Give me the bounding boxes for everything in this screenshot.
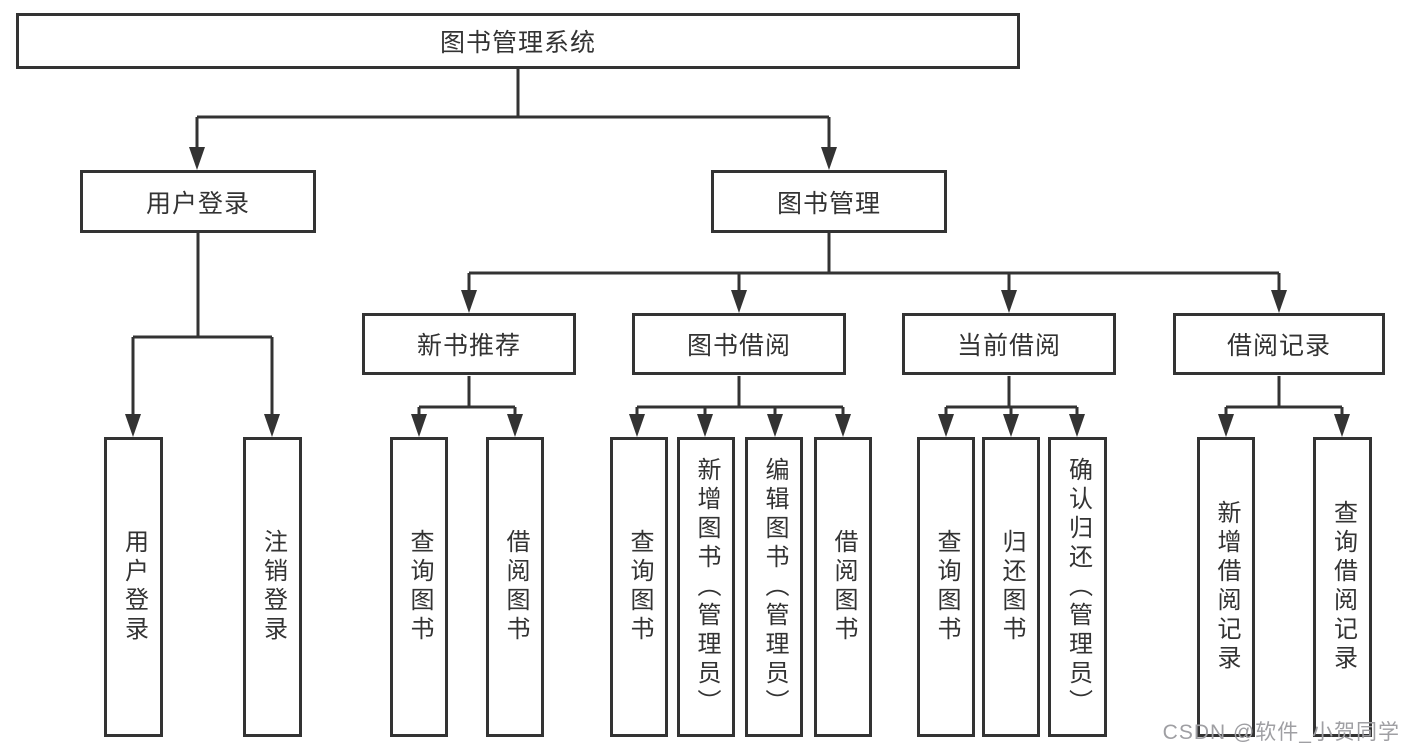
leaf-bb-borrow-book: 借阅图书: [814, 437, 872, 737]
node-label: 归还图书: [998, 529, 1025, 645]
node-label: 用户登录: [145, 189, 250, 218]
leaf-cb-query-book: 查询图书: [917, 437, 975, 737]
node-book-borrow: 图书借阅: [632, 313, 846, 375]
node-label: 查询图书: [626, 529, 653, 645]
leaf-nbr-borrow-book: 借阅图书: [486, 437, 544, 737]
node-new-book-recommend: 新书推荐: [362, 313, 576, 375]
leaf-logout-login: 注销登录: [243, 437, 302, 737]
leaf-user-login: 用户登录: [104, 437, 163, 737]
node-label: 确认归还（管理员）: [1064, 456, 1092, 718]
node-label: 图书管理: [776, 189, 881, 218]
node-label: 借阅图书: [830, 529, 857, 645]
node-label: 查询图书: [406, 529, 433, 645]
node-root: 图书管理系统: [16, 13, 1020, 69]
node-label: 编辑图书（管理员）: [761, 456, 788, 718]
node-label: 新增借阅记录: [1213, 500, 1240, 674]
node-label: 借阅图书: [502, 529, 529, 645]
node-label: 新书推荐: [416, 332, 521, 360]
node-label: 查询图书: [933, 529, 960, 645]
node-book-management: 图书管理: [711, 170, 947, 233]
node-label: 用户登录: [120, 529, 148, 645]
node-current-borrow: 当前借阅: [902, 313, 1116, 375]
node-label: 当前借阅: [956, 332, 1061, 360]
leaf-bb-query-book: 查询图书: [610, 437, 668, 737]
node-borrow-record: 借阅记录: [1173, 313, 1385, 375]
leaf-br-query-record: 查询借阅记录: [1313, 437, 1372, 737]
leaf-nbr-query-book: 查询图书: [390, 437, 448, 737]
node-user-login: 用户登录: [80, 170, 316, 233]
leaf-cb-return-book: 归还图书: [982, 437, 1040, 737]
node-label: 新增图书（管理员）: [693, 456, 720, 718]
node-label: 图书管理系统: [439, 29, 596, 57]
node-label: 图书借阅: [686, 332, 791, 360]
node-label: 注销登录: [259, 529, 287, 645]
leaf-br-add-record: 新增借阅记录: [1197, 437, 1255, 737]
leaf-bb-add-book-admin: 新增图书（管理员）: [677, 437, 735, 737]
leaf-cb-confirm-return-admin: 确认归还（管理员）: [1048, 437, 1107, 737]
node-label: 借阅记录: [1226, 332, 1331, 360]
leaf-bb-edit-book-admin: 编辑图书（管理员）: [745, 437, 803, 737]
node-label: 查询借阅记录: [1329, 500, 1357, 674]
csdn-watermark: CSDN @软件_小贺同学: [1162, 721, 1400, 744]
